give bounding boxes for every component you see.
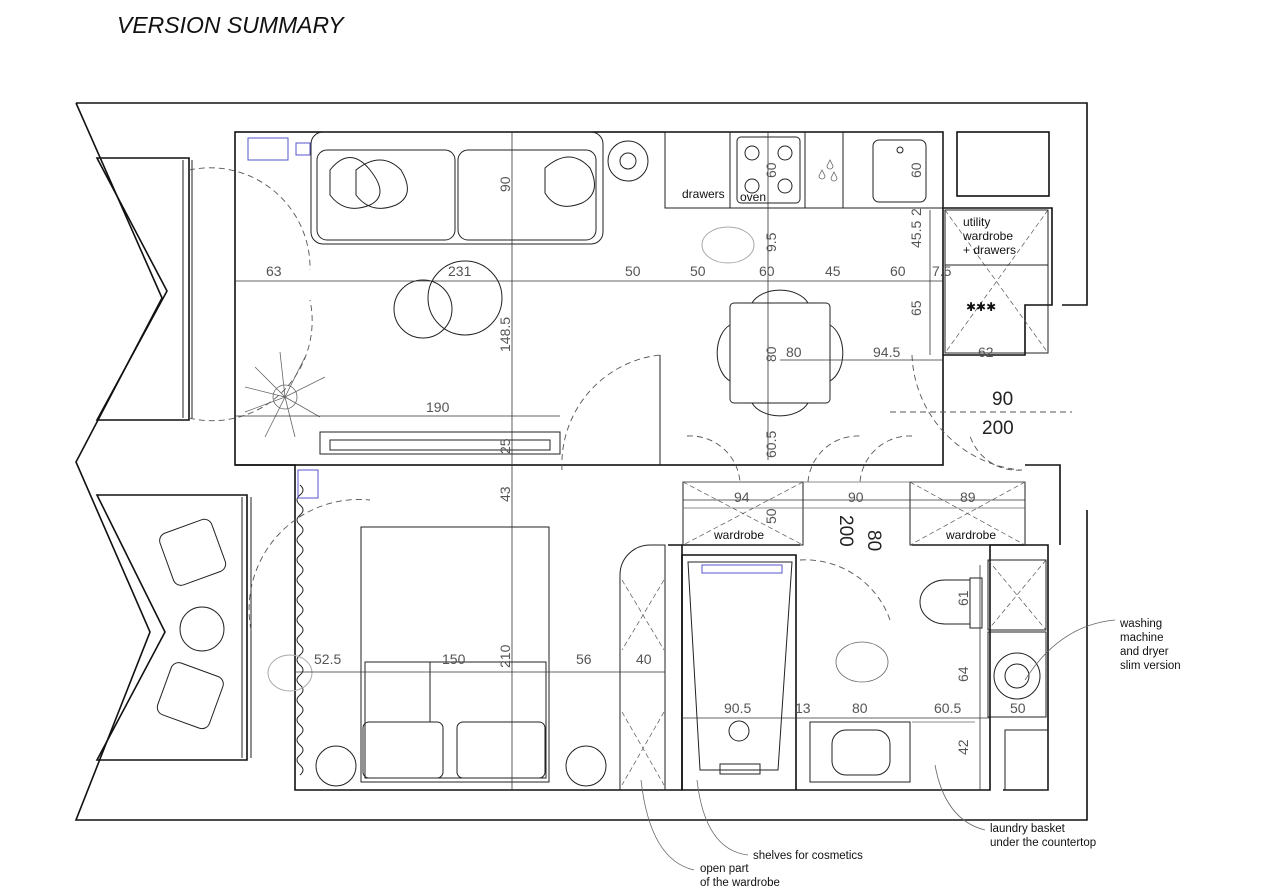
dim-40: 40 [636, 651, 652, 667]
dim-60-a: 60 [759, 263, 775, 279]
dim-200-big: 200 [982, 418, 1014, 439]
dim-50-w: 50 [763, 508, 779, 524]
laundry-label-2: under the countertop [990, 837, 1096, 849]
dim-65: 65 [908, 300, 924, 316]
dim-94-5: 94.5 [873, 344, 900, 360]
dim-13: 13 [795, 700, 811, 716]
dim-61: 61 [955, 590, 971, 606]
dim-7-5: 7.5 [932, 263, 952, 279]
dim-56: 56 [576, 651, 592, 667]
dim-50-b: 50 [690, 263, 706, 279]
shelves-label: shelves for cosmetics [753, 850, 863, 862]
laundry-label-1: laundry basket [990, 823, 1066, 835]
dining-set [716, 289, 844, 417]
dim-80-c: 80 [852, 700, 868, 716]
svg-text:✱✱✱: ✱✱✱ [966, 300, 996, 314]
callout-leaders [640, 619, 1116, 871]
dim-9-5: 9.5 [763, 232, 779, 252]
utility-wardrobe: ✱✱✱ [944, 209, 1049, 354]
oven-label: oven [740, 190, 766, 204]
dimension-lines [235, 132, 1025, 790]
coffee-tables [393, 260, 503, 339]
toilet [919, 577, 983, 629]
dim-90-5: 90.5 [724, 700, 751, 716]
washing-label-1: washing [1119, 618, 1162, 630]
wardrobe-right-label: wardrobe [945, 528, 996, 542]
dim-80-rot: 80 [863, 530, 884, 551]
dim-90-sofa: 90 [497, 176, 513, 192]
dim-52-5: 52.5 [314, 651, 341, 667]
people-silhouettes [267, 226, 889, 692]
wardrobe-left-label: wardrobe [713, 528, 764, 542]
dim-42: 42 [955, 739, 971, 755]
dim-45-5: 45.5 [908, 221, 924, 248]
dim-50-a: 50 [625, 263, 641, 279]
dim-89: 89 [960, 489, 976, 505]
dim-210: 210 [497, 644, 513, 668]
dim-60-stove: 60 [763, 162, 779, 178]
exterior-walls [74, 102, 1088, 821]
washbasin [809, 721, 975, 783]
dim-148-5: 148.5 [497, 317, 513, 352]
curtain [296, 469, 319, 776]
sofa [310, 131, 604, 245]
dim-60-sink: 60 [908, 162, 924, 178]
dim-80-a: 80 [763, 346, 779, 362]
washing-label-2: machine [1120, 632, 1163, 644]
tv-unit [319, 431, 561, 455]
dim-60-5-a: 60.5 [763, 431, 779, 458]
washing-machine [987, 559, 1047, 718]
utility-label-1: utility [963, 215, 990, 229]
washing-label-4: slim version [1120, 660, 1181, 672]
dim-2: 2 [908, 208, 924, 216]
dim-60-b: 60 [890, 263, 906, 279]
page-title: VERSION SUMMARY [117, 12, 345, 38]
kitchen-counter [664, 131, 944, 209]
dim-45: 45 [825, 263, 841, 279]
tv-stand [247, 137, 311, 161]
bedroom-wardrobe [619, 544, 666, 790]
bed [360, 526, 550, 783]
dim-43: 43 [497, 486, 513, 502]
dim-231: 231 [448, 263, 472, 279]
nightstands [315, 745, 607, 787]
dim-90-mid: 90 [848, 489, 864, 505]
plant [244, 351, 326, 438]
dim-200-rot: 200 [835, 515, 856, 547]
washing-label-3: and dryer [1120, 646, 1169, 658]
dim-90-big: 90 [992, 389, 1013, 410]
dim-60-5-b: 60.5 [934, 700, 961, 716]
dim-63: 63 [266, 263, 282, 279]
open-part-label-2: of the wardrobe [700, 877, 780, 889]
dim-50-wm: 50 [1010, 700, 1026, 716]
side-table [607, 140, 649, 182]
bathtub [687, 561, 793, 775]
dim-150: 150 [442, 651, 466, 667]
door-swings [188, 167, 1072, 631]
interior-walls [234, 131, 1061, 791]
dim-190: 190 [426, 399, 450, 415]
dim-25: 25 [497, 438, 513, 454]
utility-label-3: + drawers [963, 243, 1016, 257]
hall-wardrobes [682, 481, 1026, 546]
dim-80-b: 80 [786, 344, 802, 360]
open-part-label-1: open part [700, 863, 749, 875]
dim-64: 64 [955, 666, 971, 682]
balcony-set [156, 518, 227, 730]
dim-94: 94 [734, 489, 750, 505]
utility-label-2: wardrobe [962, 229, 1013, 243]
drawers-label: drawers [682, 187, 725, 201]
dim-62: 62 [978, 344, 994, 360]
